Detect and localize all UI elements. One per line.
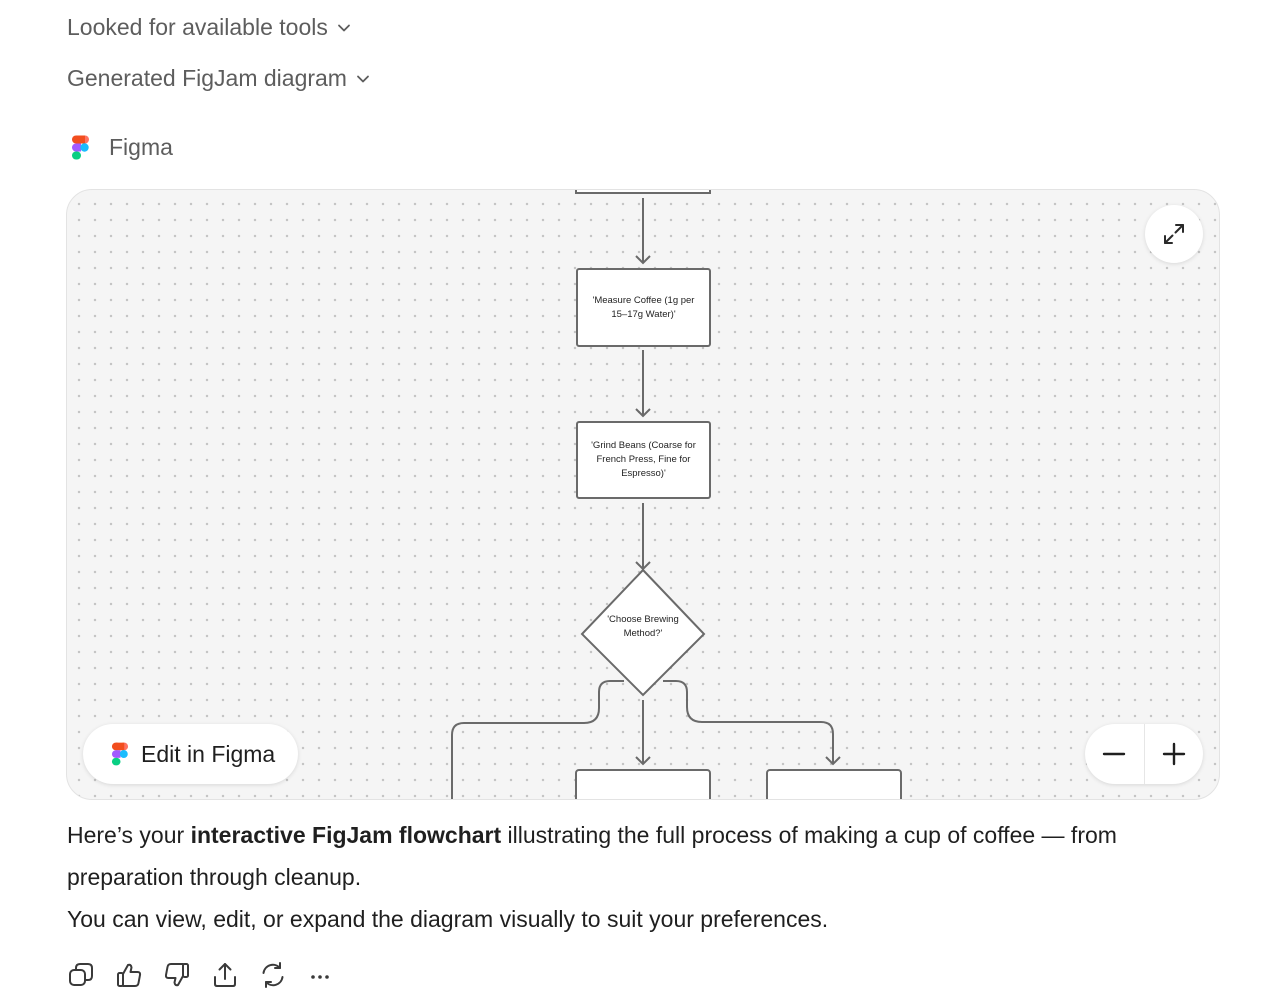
message-paragraph-2: You can view, edit, or expand the diagra… <box>67 906 829 932</box>
copy-icon <box>69 963 93 986</box>
retry-button[interactable] <box>258 958 306 992</box>
retry-icon <box>262 962 284 988</box>
chevron-down-icon <box>357 75 369 82</box>
expand-icon <box>1164 224 1184 244</box>
figjam-diagram-canvas[interactable]: 'Measure Coffee (1g per 15–17g Water)' '… <box>66 189 1220 800</box>
edit-in-figma-label: Edit in Figma <box>141 740 276 767</box>
plus-icon <box>1162 742 1185 766</box>
message-text: illustrating the full process of making … <box>67 822 1117 890</box>
flowchart-connectors <box>451 190 902 799</box>
copy-button[interactable] <box>66 958 114 992</box>
thumbs-up-icon <box>117 963 142 987</box>
zoom-in-button[interactable] <box>1144 724 1203 784</box>
share-icon <box>214 963 236 987</box>
message-text: Here’s your <box>67 822 191 848</box>
tools-step-toggle[interactable]: Looked for available tools <box>67 14 352 41</box>
more-icon <box>311 975 329 979</box>
thumbs-down-icon <box>164 963 189 987</box>
node-label: 'Grind Beans (Coarse for French Press, F… <box>591 440 696 479</box>
assistant-message: Here’s your interactive FigJam flowchart… <box>67 814 1187 940</box>
thumbs-up-button[interactable] <box>114 958 162 992</box>
message-actions <box>66 958 354 992</box>
zoom-out-button[interactable] <box>1085 724 1144 784</box>
tools-step-label: Looked for available tools <box>67 14 328 40</box>
chevron-down-icon <box>337 24 350 31</box>
share-button[interactable] <box>210 958 258 992</box>
diagram-step-toggle[interactable]: Generated FigJam diagram <box>67 65 371 92</box>
message-paragraph-1: Here’s your interactive FigJam flowchart… <box>67 814 1187 898</box>
figma-logo-icon <box>111 742 129 765</box>
zoom-controls <box>1085 724 1203 784</box>
minus-icon <box>1103 752 1126 756</box>
flow-node-grind-beans[interactable]: 'Grind Beans (Coarse for French Press, F… <box>576 421 711 499</box>
diagram-step-label: Generated FigJam diagram <box>67 65 347 91</box>
expand-button[interactable] <box>1145 205 1203 263</box>
thumbs-down-button[interactable] <box>162 958 210 992</box>
node-label: 'Measure Coffee (1g per 15–17g Water)' <box>592 294 695 320</box>
flow-node-measure-coffee[interactable]: 'Measure Coffee (1g per 15–17g Water)' <box>576 268 711 347</box>
zoom-divider <box>1143 724 1145 784</box>
decision-node-brewing-method[interactable]: 'Choose Brewing Method?' <box>607 614 679 639</box>
figma-app-name: Figma <box>109 134 173 160</box>
edit-in-figma-button[interactable]: Edit in Figma <box>83 724 299 784</box>
more-options-button[interactable] <box>306 958 354 992</box>
figma-source-header: Figma <box>71 134 173 161</box>
figma-logo-icon <box>72 135 89 159</box>
message-bold-text: interactive FigJam flowchart <box>190 822 502 848</box>
